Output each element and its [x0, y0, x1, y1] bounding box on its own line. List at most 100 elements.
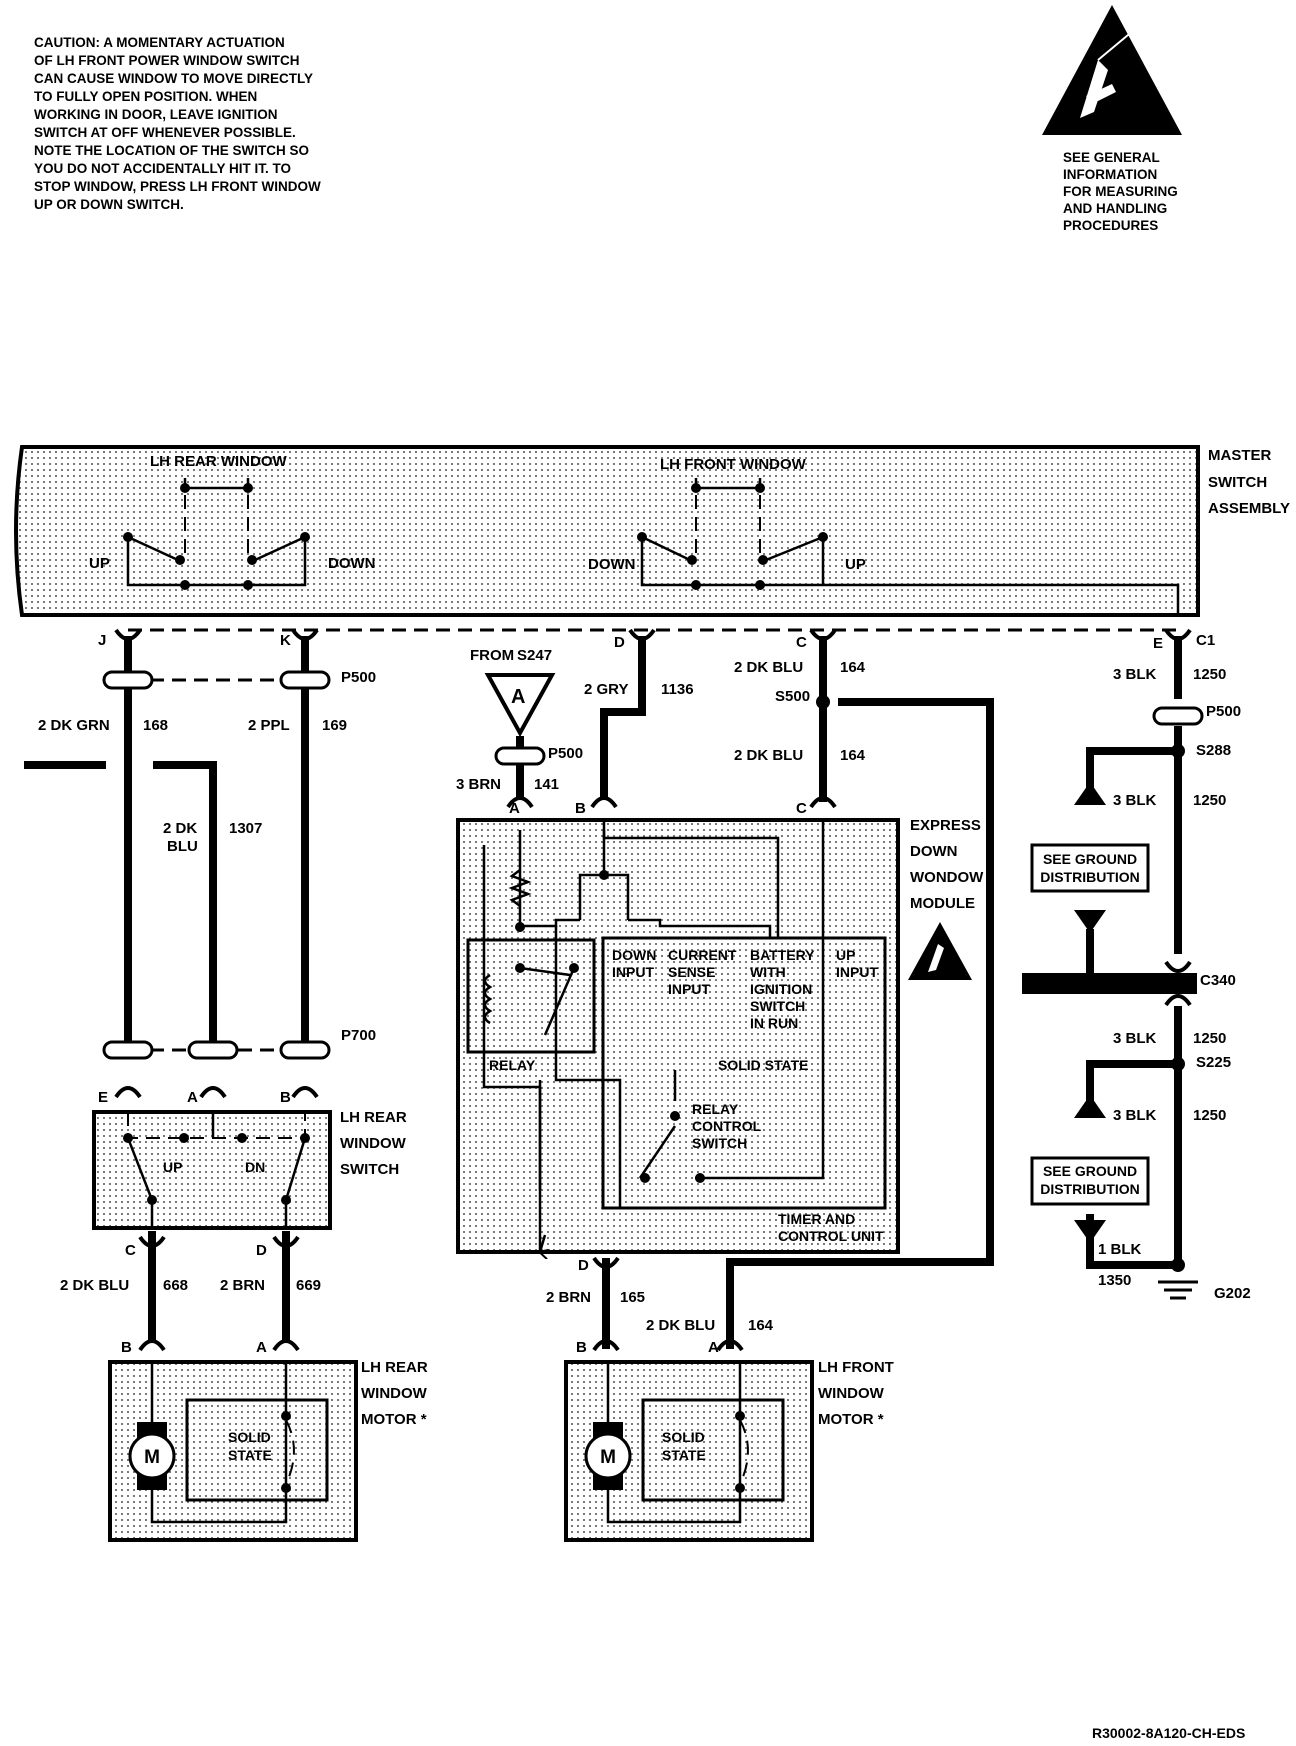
rear-switch-pin-d-label: D — [256, 1242, 267, 1259]
caution-line: NOTE THE LOCATION OF THE SWITCH SO — [34, 143, 309, 158]
lh-rear-window-switch-contacts — [123, 478, 310, 590]
caution-line: TO FULLY OPEN POSITION. WHEN — [34, 89, 257, 104]
wire-668-circuit: 668 — [163, 1277, 188, 1294]
wire-165-color: 2 BRN — [546, 1289, 591, 1306]
wire-1136-circuit: 1136 — [661, 681, 694, 698]
esd-note-line: FOR MEASURING — [1063, 184, 1178, 199]
rear-switch-pin-e-label: E — [98, 1089, 108, 1106]
caution-line: SWITCH AT OFF WHENEVER POSSIBLE. — [34, 125, 296, 140]
module-esd-icon — [908, 922, 972, 980]
connector-p700-row — [102, 1040, 331, 1060]
rear-motor-title-line: WINDOW — [361, 1385, 428, 1402]
caution-line: UP OR DOWN SWITCH. — [34, 197, 184, 212]
drawing-code: R30002-8A120-CH-EDS — [1092, 1725, 1245, 1741]
wire-168-circuit: 168 — [143, 717, 168, 734]
pin-k-label: K — [280, 632, 291, 649]
ground-distribution-text: DISTRIBUTION — [1040, 869, 1140, 885]
wire-164-circuit: 164 — [748, 1317, 774, 1334]
caution-note: CAUTION: A MOMENTARY ACTUATION OF LH FRO… — [34, 35, 321, 212]
module-title-line: EXPRESS — [910, 817, 981, 834]
wire-164-color: 2 DK BLU — [734, 747, 803, 764]
motor-icon — [584, 1432, 632, 1480]
splice-s225-node — [1171, 1057, 1185, 1071]
up-input-label: INPUT — [836, 964, 878, 980]
front-down-label: DOWN — [588, 556, 636, 573]
front-up-label: UP — [845, 556, 866, 573]
ground-distribution-text: DISTRIBUTION — [1040, 1181, 1140, 1197]
wire-1136-color: 2 GRY — [584, 681, 628, 698]
ground-distribution-text: SEE GROUND — [1043, 1163, 1137, 1179]
pin-j-label: J — [98, 632, 106, 649]
caution-line: STOP WINDOW, PRESS LH FRONT WINDOW — [34, 179, 321, 194]
ground-g202-label: G202 — [1214, 1285, 1251, 1302]
front-motor-m-label: M — [600, 1447, 616, 1468]
connector-c1-label: C1 — [1196, 632, 1215, 649]
timer-label: TIMER AND — [778, 1211, 855, 1227]
esd-warning-icon — [1042, 5, 1182, 135]
wire-165-circuit: 165 — [620, 1289, 645, 1306]
off-page-connector-a-icon — [484, 673, 556, 738]
wire-168-color: 2 DK GRN — [38, 717, 110, 734]
relay-control-label: CONTROL — [692, 1118, 762, 1134]
splice-s288-node — [1171, 744, 1185, 758]
current-sense-label: SENSE — [668, 964, 715, 980]
wire-1250-circuit: 1250 — [1193, 792, 1226, 809]
splice-s500-label: S500 — [775, 688, 810, 705]
pin-e-label: E — [1153, 635, 1163, 652]
current-sense-label: CURRENT — [668, 947, 737, 963]
wire-1307-color: BLU — [167, 838, 198, 855]
caution-line: WORKING IN DOOR, LEAVE IGNITION — [34, 107, 278, 122]
connector-terminals — [114, 628, 1192, 1352]
battery-label: SWITCH — [750, 998, 805, 1014]
rear-motor-pin-b-label: B — [121, 1339, 132, 1356]
current-sense-label: INPUT — [668, 981, 710, 997]
wire-141-color: 3 BRN — [456, 776, 501, 793]
caution-line: CAN CAUSE WINDOW TO MOVE DIRECTLY — [34, 71, 313, 86]
pin-d-label: D — [614, 634, 625, 651]
splice-s288-label: S288 — [1196, 742, 1231, 759]
rear-switch-title-line: SWITCH — [340, 1161, 399, 1178]
wire-1307-color: 2 DK — [163, 820, 197, 837]
ground-distribution-lower: SEE GROUND DISTRIBUTION — [1030, 1095, 1150, 1243]
wire-1250-circuit: 1250 — [1193, 666, 1226, 683]
wire-669-circuit: 669 — [296, 1277, 321, 1294]
down-input-label: INPUT — [612, 964, 654, 980]
wire-1250-circuit: 1250 — [1193, 1030, 1226, 1047]
connector-p500-module-label: P500 — [548, 745, 583, 762]
wire-1350-color: 1 BLK — [1098, 1241, 1142, 1258]
splice-s247-label: S247 — [517, 647, 552, 664]
front-motor-solid-state: STATE — [662, 1447, 706, 1463]
rear-up-label: UP — [89, 555, 110, 572]
module-pin-c-label: C — [796, 800, 807, 817]
rear-down-label: DOWN — [328, 555, 376, 572]
solid-state-label: SOLID STATE — [718, 1057, 808, 1073]
lh-front-window-motor — [564, 1360, 814, 1542]
front-motor-pin-b-label: B — [576, 1339, 587, 1356]
wire-169-color: 2 PPL — [248, 717, 290, 734]
module-title-line: DOWN — [910, 843, 958, 860]
rear-switch-pin-c-label: C — [125, 1242, 136, 1259]
rear-switch-up-label: UP — [163, 1159, 182, 1175]
wire-164-color: 2 DK BLU — [734, 659, 803, 676]
esd-note-line: SEE GENERAL — [1063, 150, 1160, 165]
front-motor-title-line: LH FRONT — [818, 1359, 894, 1376]
esd-note-line: AND HANDLING — [1063, 201, 1167, 216]
relay-label: RELAY — [489, 1057, 536, 1073]
rear-switch-title-line: LH REAR — [340, 1109, 407, 1126]
ground-distribution-text: SEE GROUND — [1043, 851, 1137, 867]
wire-164-color: 2 DK BLU — [646, 1317, 715, 1334]
rear-motor-m-label: M — [144, 1447, 160, 1468]
front-motor-title-line: MOTOR * — [818, 1411, 884, 1428]
caution-line: OF LH FRONT POWER WINDOW SWITCH — [34, 53, 299, 68]
wire-164-circuit: 164 — [840, 747, 866, 764]
rear-switch-pin-a-label: A — [187, 1089, 198, 1106]
wire-169-circuit: 169 — [322, 717, 347, 734]
timer-label: CONTROL UNIT — [778, 1228, 884, 1244]
splice-s500-node — [816, 695, 830, 709]
battery-label: IGNITION — [750, 981, 812, 997]
lh-rear-window-switch — [92, 1110, 332, 1230]
caution-line: CAUTION: A MOMENTARY ACTUATION — [34, 35, 285, 50]
wire-1250-color: 3 BLK — [1113, 1030, 1157, 1047]
connector-p500-label: P500 — [341, 669, 376, 686]
pin-c-label: C — [796, 634, 807, 651]
